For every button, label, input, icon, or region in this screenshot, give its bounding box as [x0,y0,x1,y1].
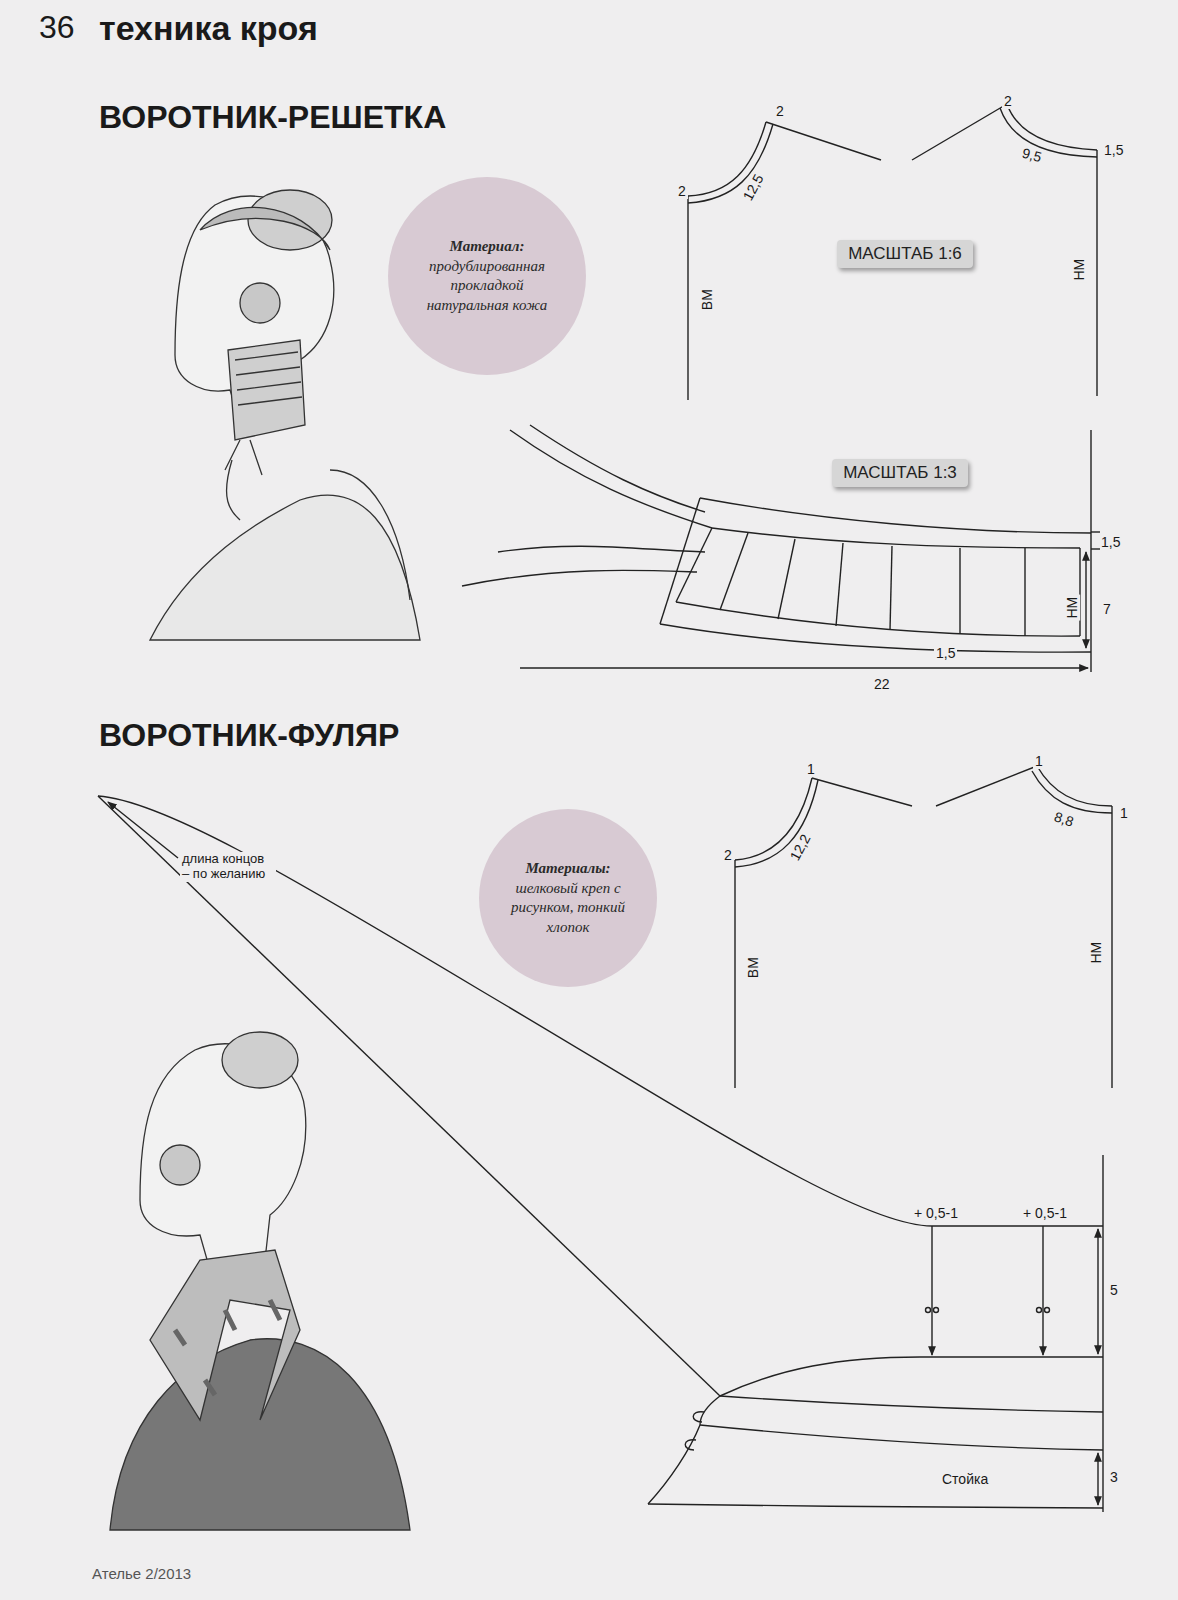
dimension: 2 [676,184,688,199]
line-mark: НМ [1089,940,1104,966]
dimension: 1,5 [934,646,957,661]
dimension: 7 [1103,602,1111,617]
dimension: 12,2 [786,830,814,865]
line-mark: НМ [1065,595,1080,621]
dimension: 1,5 [1101,535,1120,550]
dimension: 22 [872,677,892,692]
material-text: продублированная прокладкой натуральная … [414,257,561,316]
dimension: 2 [722,848,734,863]
dimension: 1 [805,762,817,777]
part-name: Стойка [940,1472,990,1487]
dimension: 12,5 [739,170,767,205]
material-text: шелковый креп с рисунком, тонкий хлопок [502,879,634,938]
material-heading: Материалы: [525,859,610,879]
material-circle: Материалы:шелковый креп с рисунком, тонк… [479,809,657,987]
dimension: 8,8 [1050,809,1077,831]
note: длина концов – по желанию [180,852,276,882]
allowance-note: + 0,5-1 [912,1206,960,1221]
material-heading: Материал: [450,237,525,257]
allowance-note: + 0,5-1 [1021,1206,1069,1221]
scale-text: МАСШТАБ 1:3 [843,463,957,483]
section-heading: ВОРОТНИК-РЕШЕТКА [99,100,446,135]
dimension: 1 [1033,754,1045,769]
dimension: 5 [1110,1283,1118,1298]
dimension: 1 [1118,806,1130,821]
line-mark: ВМ [746,955,761,980]
footer: Ателье 2/2013 [92,1566,191,1583]
line-mark: НМ [1072,257,1087,283]
section-heading: ВОРОТНИК-ФУЛЯР [99,718,399,753]
scale-badge: МАСШТАБ 1:3 [832,459,968,487]
dimension: 2 [774,104,786,119]
scale-badge: МАСШТАБ 1:6 [837,240,973,268]
scale-text: МАСШТАБ 1:6 [848,244,962,264]
dimension: 1,5 [1102,143,1125,158]
dimension: 9,5 [1018,145,1045,166]
page-title: техника кроя [99,10,318,47]
page-number: 36 [39,10,75,45]
material-circle: Материал:продублированная прокладкой нат… [388,177,586,375]
line-mark: ВМ [700,287,715,312]
dimension: 2 [1002,94,1014,109]
dimension: 3 [1110,1470,1118,1485]
